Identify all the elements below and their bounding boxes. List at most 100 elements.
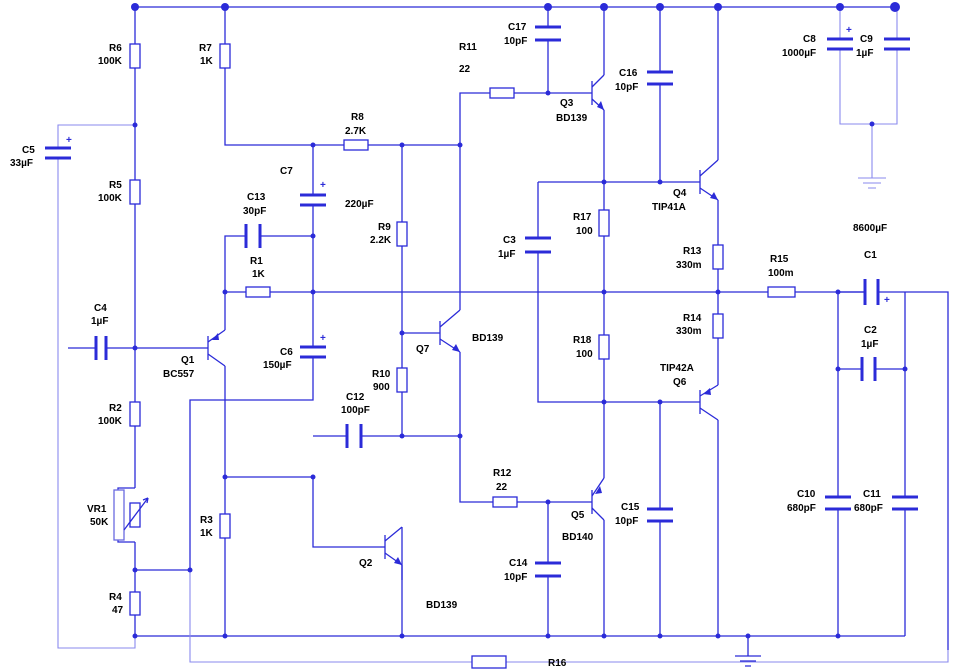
transistor-q7 bbox=[439, 309, 461, 353]
resistor-r1 bbox=[245, 286, 271, 298]
label-r11-value: 22 bbox=[459, 64, 471, 75]
label-c13-ref: C13 bbox=[247, 192, 266, 203]
label-q1-ref: Q1 bbox=[181, 355, 195, 366]
label-r2-ref: R2 bbox=[109, 403, 122, 414]
label-r15-ref: R15 bbox=[770, 254, 789, 265]
label-c8-value: 1000µF bbox=[782, 48, 816, 59]
resistor-r13 bbox=[712, 244, 724, 270]
component-labels: R6 100K R7 1K C5 33µF R5 100K C4 1µF Q1 … bbox=[10, 22, 887, 669]
capacitor-c6: + bbox=[300, 333, 326, 359]
label-q5-part: BD140 bbox=[562, 532, 594, 543]
label-vr1-ref: VR1 bbox=[87, 504, 107, 515]
label-r9-ref: R9 bbox=[378, 222, 391, 233]
label-c4-ref: C4 bbox=[94, 303, 107, 314]
label-c14-ref: C14 bbox=[509, 558, 528, 569]
label-r4-ref: R4 bbox=[109, 592, 122, 603]
transistor-q1 bbox=[207, 329, 226, 367]
label-c17-value: 10pF bbox=[504, 36, 527, 47]
label-r8-value: 2.7K bbox=[345, 126, 367, 137]
label-q3-ref: Q3 bbox=[560, 98, 574, 109]
resistor-r14 bbox=[712, 313, 724, 339]
capacitor-c2 bbox=[860, 357, 877, 381]
label-c11-value: 680pF bbox=[854, 503, 883, 514]
resistor-r15 bbox=[767, 286, 796, 298]
label-r11-ref: R11 bbox=[459, 42, 477, 53]
label-q7-part: BD139 bbox=[472, 333, 504, 344]
wires bbox=[57, 6, 949, 663]
svg-text:+: + bbox=[884, 295, 890, 306]
label-c12-ref: C12 bbox=[346, 392, 365, 403]
capacitor-c9 bbox=[884, 37, 910, 51]
label-r5-value: 100K bbox=[98, 193, 123, 204]
capacitor-c1: + bbox=[863, 279, 890, 306]
label-r2-value: 100K bbox=[98, 416, 123, 427]
label-c4-value: 1µF bbox=[91, 316, 108, 327]
label-c16-value: 10pF bbox=[615, 82, 638, 93]
label-r10-ref: R10 bbox=[372, 369, 391, 380]
label-c3-ref: C3 bbox=[503, 235, 516, 246]
capacitor-c11 bbox=[892, 495, 918, 511]
label-c6-ref: C6 bbox=[280, 347, 293, 358]
label-q1-part: BC557 bbox=[163, 369, 195, 380]
label-c3-value: 1µF bbox=[498, 249, 515, 260]
transistor-q3 bbox=[591, 74, 605, 111]
potentiometer-vr1 bbox=[113, 487, 149, 543]
resistor-r8 bbox=[343, 139, 369, 151]
label-c13-value: 30pF bbox=[243, 206, 266, 217]
label-c10-ref: C10 bbox=[797, 489, 816, 500]
label-c10-value: 680pF bbox=[787, 503, 816, 514]
junction-dots bbox=[131, 2, 908, 639]
label-c15-ref: C15 bbox=[621, 502, 640, 513]
label-c1-ref: C1 bbox=[864, 250, 877, 261]
capacitor-c17 bbox=[535, 25, 561, 42]
resistor-r9 bbox=[396, 221, 408, 247]
svg-text:+: + bbox=[846, 25, 852, 36]
label-r14-ref: R14 bbox=[683, 313, 702, 324]
transistor-q2 bbox=[380, 526, 403, 580]
resistor-r2 bbox=[129, 401, 141, 427]
label-c14-value: 10pF bbox=[504, 572, 527, 583]
label-r7-value: 1K bbox=[200, 56, 214, 67]
capacitor-c16 bbox=[647, 70, 673, 86]
label-r3-value: 1K bbox=[200, 528, 214, 539]
label-c16-ref: C16 bbox=[619, 68, 638, 79]
ground-symbol-lower bbox=[735, 655, 761, 667]
label-r1-ref: R1 bbox=[250, 256, 263, 267]
capacitor-c10 bbox=[825, 495, 851, 511]
label-q2-ref: Q2 bbox=[359, 558, 373, 569]
label-c7-value: 220µF bbox=[345, 199, 374, 210]
ground-symbol-upper bbox=[858, 177, 886, 189]
label-r6-ref: R6 bbox=[109, 43, 122, 54]
label-vr1-value: 50K bbox=[90, 517, 109, 528]
label-r18-ref: R18 bbox=[573, 335, 592, 346]
label-r3-ref: R3 bbox=[200, 515, 213, 526]
capacitor-c13 bbox=[244, 224, 262, 248]
label-r14-value: 330m bbox=[676, 326, 702, 337]
resistor-r11 bbox=[489, 87, 515, 99]
label-c11-ref: C11 bbox=[863, 489, 881, 500]
resistor-r3 bbox=[219, 513, 231, 539]
label-r12-ref: R12 bbox=[493, 468, 512, 479]
capacitor-c14 bbox=[535, 561, 561, 578]
resistor-r12 bbox=[492, 496, 518, 508]
label-c12-value: 100pF bbox=[341, 405, 370, 416]
label-c15-value: 10pF bbox=[615, 516, 638, 527]
capacitor-c3 bbox=[525, 236, 551, 254]
resistor-r4 bbox=[129, 591, 141, 616]
label-r18-value: 100 bbox=[576, 349, 593, 360]
label-q4-part: TIP41A bbox=[652, 202, 686, 213]
capacitor-c7: + bbox=[300, 180, 326, 207]
label-c7-ref: C7 bbox=[280, 166, 293, 177]
label-r5-ref: R5 bbox=[109, 180, 122, 191]
label-q5-ref: Q5 bbox=[571, 510, 585, 521]
svg-text:+: + bbox=[66, 135, 72, 146]
label-r12-value: 22 bbox=[496, 482, 508, 493]
label-r1-value: 1K bbox=[252, 269, 266, 280]
resistor-r7 bbox=[219, 43, 231, 69]
label-c5-ref: C5 bbox=[22, 145, 35, 156]
label-r16-ref: R16 bbox=[548, 658, 567, 669]
capacitor-c5: + bbox=[45, 135, 72, 160]
label-c2-value: 1µF bbox=[861, 339, 878, 350]
transistor-q6 bbox=[699, 384, 719, 421]
